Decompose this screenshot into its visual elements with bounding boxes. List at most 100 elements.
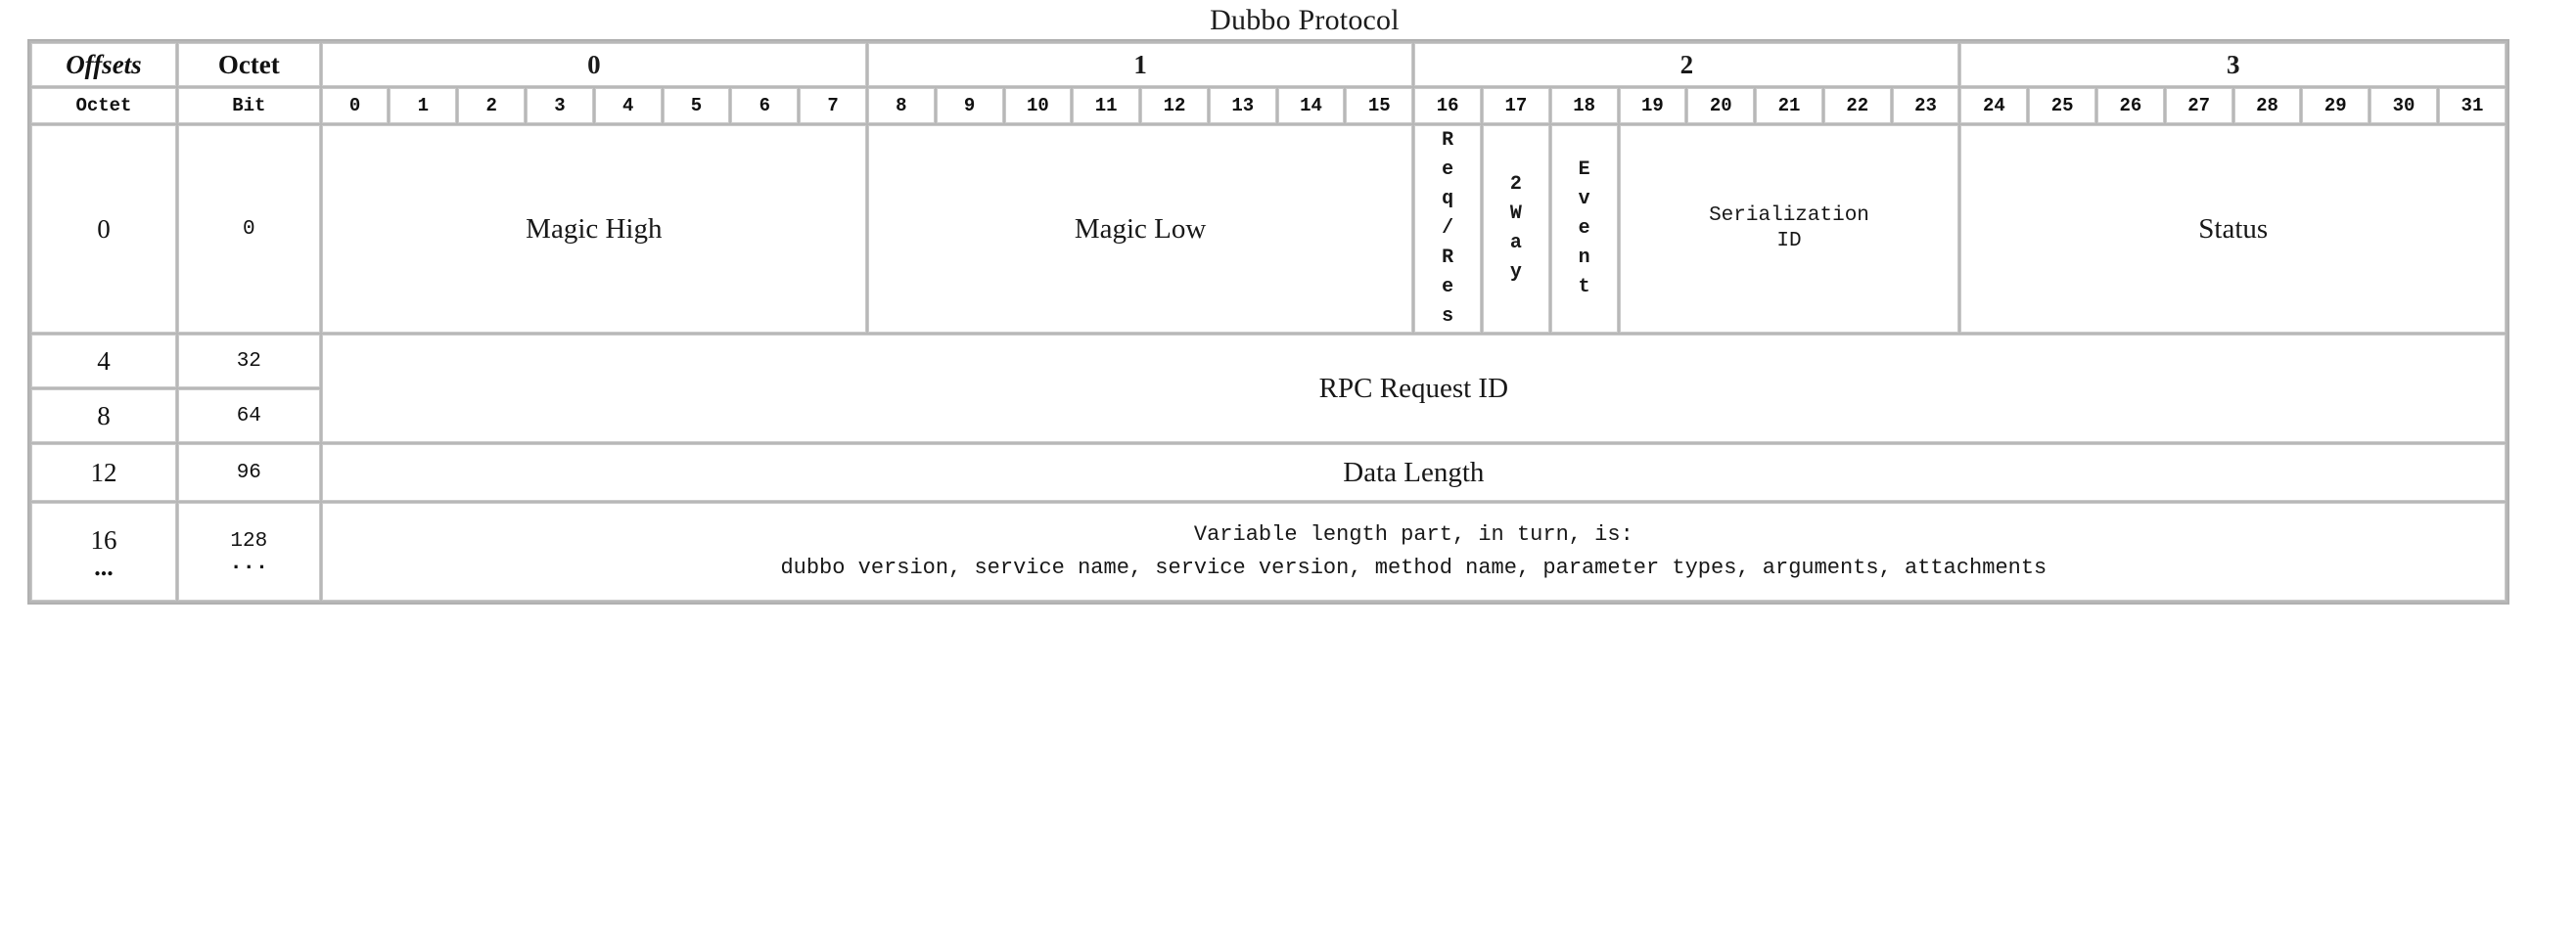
event-char-1: v: [1578, 188, 1590, 210]
bit-header-2: 2: [458, 88, 526, 123]
req-res-char-6: s: [1442, 305, 1454, 328]
field-event: E v e n t: [1550, 125, 1618, 333]
bit-header-13: 13: [1209, 88, 1276, 123]
offset-octet-4: 4: [31, 335, 176, 387]
bit-header-25: 25: [2029, 88, 2096, 123]
bit-header-18: 18: [1550, 88, 1618, 123]
bit-header-21: 21: [1756, 88, 1822, 123]
req-res-vertical-text: R e q / R e s: [1415, 126, 1480, 332]
bit-header-15: 15: [1346, 88, 1413, 123]
bit-header-27: 27: [2165, 88, 2232, 123]
bit-header-11: 11: [1073, 88, 1140, 123]
serialization-id-text: Serialization ID: [1621, 126, 1958, 332]
field-variable-length-part: Variable length part, in turn, is: dubbo…: [321, 503, 2506, 601]
table-row-variable-part: 16 ... 128 ... Variable length part, in …: [31, 503, 2506, 601]
offset-bit-128: 128 ...: [177, 503, 320, 601]
offsets-label: Offsets: [31, 43, 176, 86]
event-char-4: t: [1578, 276, 1590, 298]
field-status: Status: [1960, 125, 2506, 333]
bit-header-20: 20: [1687, 88, 1755, 123]
bit-header-31: 31: [2438, 88, 2506, 123]
octet-group-3: 3: [1960, 43, 2506, 86]
bit-header-19: 19: [1619, 88, 1686, 123]
bit-header-24: 24: [1960, 88, 2028, 123]
two-way-char-0: 2: [1509, 173, 1522, 196]
field-serialization-id: Serialization ID: [1619, 125, 1959, 333]
bit-header-4: 4: [594, 88, 662, 123]
bit-header-26: 26: [2097, 88, 2164, 123]
offset-bit-128-value: 128: [230, 529, 268, 553]
offset-octet-16-stack: 16 ...: [32, 504, 175, 600]
event-char-3: n: [1578, 247, 1590, 269]
field-rpc-request-id: RPC Request ID: [321, 335, 2506, 442]
bit-header-23: 23: [1892, 88, 1959, 123]
bit-number-header-row: Octet Bit 0 1 2 3 4 5 6 7 8 9 10 11 12 1…: [31, 88, 2506, 123]
dubbo-protocol-table: Offsets Octet 0 1 2 3 Octet Bit 0 1 2 3 …: [27, 39, 2509, 605]
two-way-char-2: a: [1509, 232, 1522, 254]
req-res-char-0: R: [1442, 129, 1454, 152]
protocol-table-container: Offsets Octet 0 1 2 3 Octet Bit 0 1 2 3 …: [27, 39, 2509, 605]
bit-header-12: 12: [1141, 88, 1208, 123]
offset-octet-16-ellipsis: ...: [94, 552, 114, 581]
offset-bit-64: 64: [177, 389, 320, 442]
serialization-id-line-1: ID: [1776, 230, 1802, 252]
bit-header-0: 0: [321, 88, 389, 123]
field-2way: 2 W a y: [1482, 125, 1549, 333]
offset-octet-0: 0: [31, 125, 176, 333]
variable-part-line-0: Variable length part, in turn, is:: [1193, 521, 1633, 547]
field-magic-high: Magic High: [321, 125, 866, 333]
octet-group-2: 2: [1414, 43, 1959, 86]
octet-group-0: 0: [321, 43, 866, 86]
field-magic-low: Magic Low: [867, 125, 1413, 333]
offset-bit-128-stack: 128 ...: [179, 504, 319, 600]
bit-header-5: 5: [663, 88, 730, 123]
octet-label-left: Octet: [31, 88, 176, 123]
two-way-char-1: W: [1509, 202, 1522, 225]
req-res-char-4: R: [1442, 247, 1454, 269]
bit-header-8: 8: [867, 88, 935, 123]
offset-bit-96: 96: [177, 444, 320, 501]
bit-header-7: 7: [800, 88, 866, 123]
bit-header-30: 30: [2370, 88, 2437, 123]
offset-octet-16-value: 16: [90, 524, 117, 555]
two-way-vertical-text: 2 W a y: [1484, 126, 1548, 332]
octet-group-1: 1: [867, 43, 1413, 86]
table-row-word0: 0 0 Magic High Magic Low R e q / R e s: [31, 125, 2506, 333]
req-res-char-3: /: [1442, 217, 1454, 240]
bit-header-9: 9: [936, 88, 1003, 123]
bit-header-28: 28: [2233, 88, 2301, 123]
event-vertical-text: E v e n t: [1552, 126, 1617, 332]
bit-header-3: 3: [527, 88, 593, 123]
event-char-2: e: [1578, 217, 1590, 240]
field-req-res: R e q / R e s: [1414, 125, 1481, 333]
table-row-word1: 4 32 RPC Request ID: [31, 335, 2506, 442]
two-way-char-3: y: [1509, 261, 1522, 284]
event-char-0: E: [1578, 158, 1590, 181]
offset-bit-32: 32: [177, 335, 320, 387]
page-title: Dubbo Protocol: [1210, 4, 1400, 36]
bit-header-1: 1: [390, 88, 457, 123]
offset-octet-16: 16 ...: [31, 503, 176, 601]
variable-part-text: Variable length part, in turn, is: dubbo…: [323, 504, 2505, 600]
bit-label: Bit: [177, 88, 320, 123]
variable-part-line-1: dubbo version, service name, service ver…: [780, 556, 2047, 580]
bit-header-14: 14: [1277, 88, 1345, 123]
octet-group-header-row: Offsets Octet 0 1 2 3: [31, 43, 2506, 86]
offset-bit-0: 0: [177, 125, 320, 333]
field-data-length: Data Length: [321, 444, 2506, 501]
bit-header-6: 6: [731, 88, 799, 123]
bit-header-10: 10: [1004, 88, 1072, 123]
bit-header-17: 17: [1482, 88, 1549, 123]
serialization-id-line-0: Serialization: [1709, 203, 1869, 227]
table-row-word2: 8 64: [31, 389, 2506, 442]
bit-header-16: 16: [1414, 88, 1481, 123]
req-res-char-2: q: [1442, 188, 1454, 210]
bit-header-29: 29: [2302, 88, 2369, 123]
offset-octet-8: 8: [31, 389, 176, 442]
offset-bit-128-ellipsis: ...: [229, 550, 269, 575]
bit-header-22: 22: [1823, 88, 1891, 123]
table-row-word3: 12 96 Data Length: [31, 444, 2506, 501]
req-res-char-5: e: [1442, 276, 1454, 298]
octet-label-top: Octet: [177, 43, 320, 86]
